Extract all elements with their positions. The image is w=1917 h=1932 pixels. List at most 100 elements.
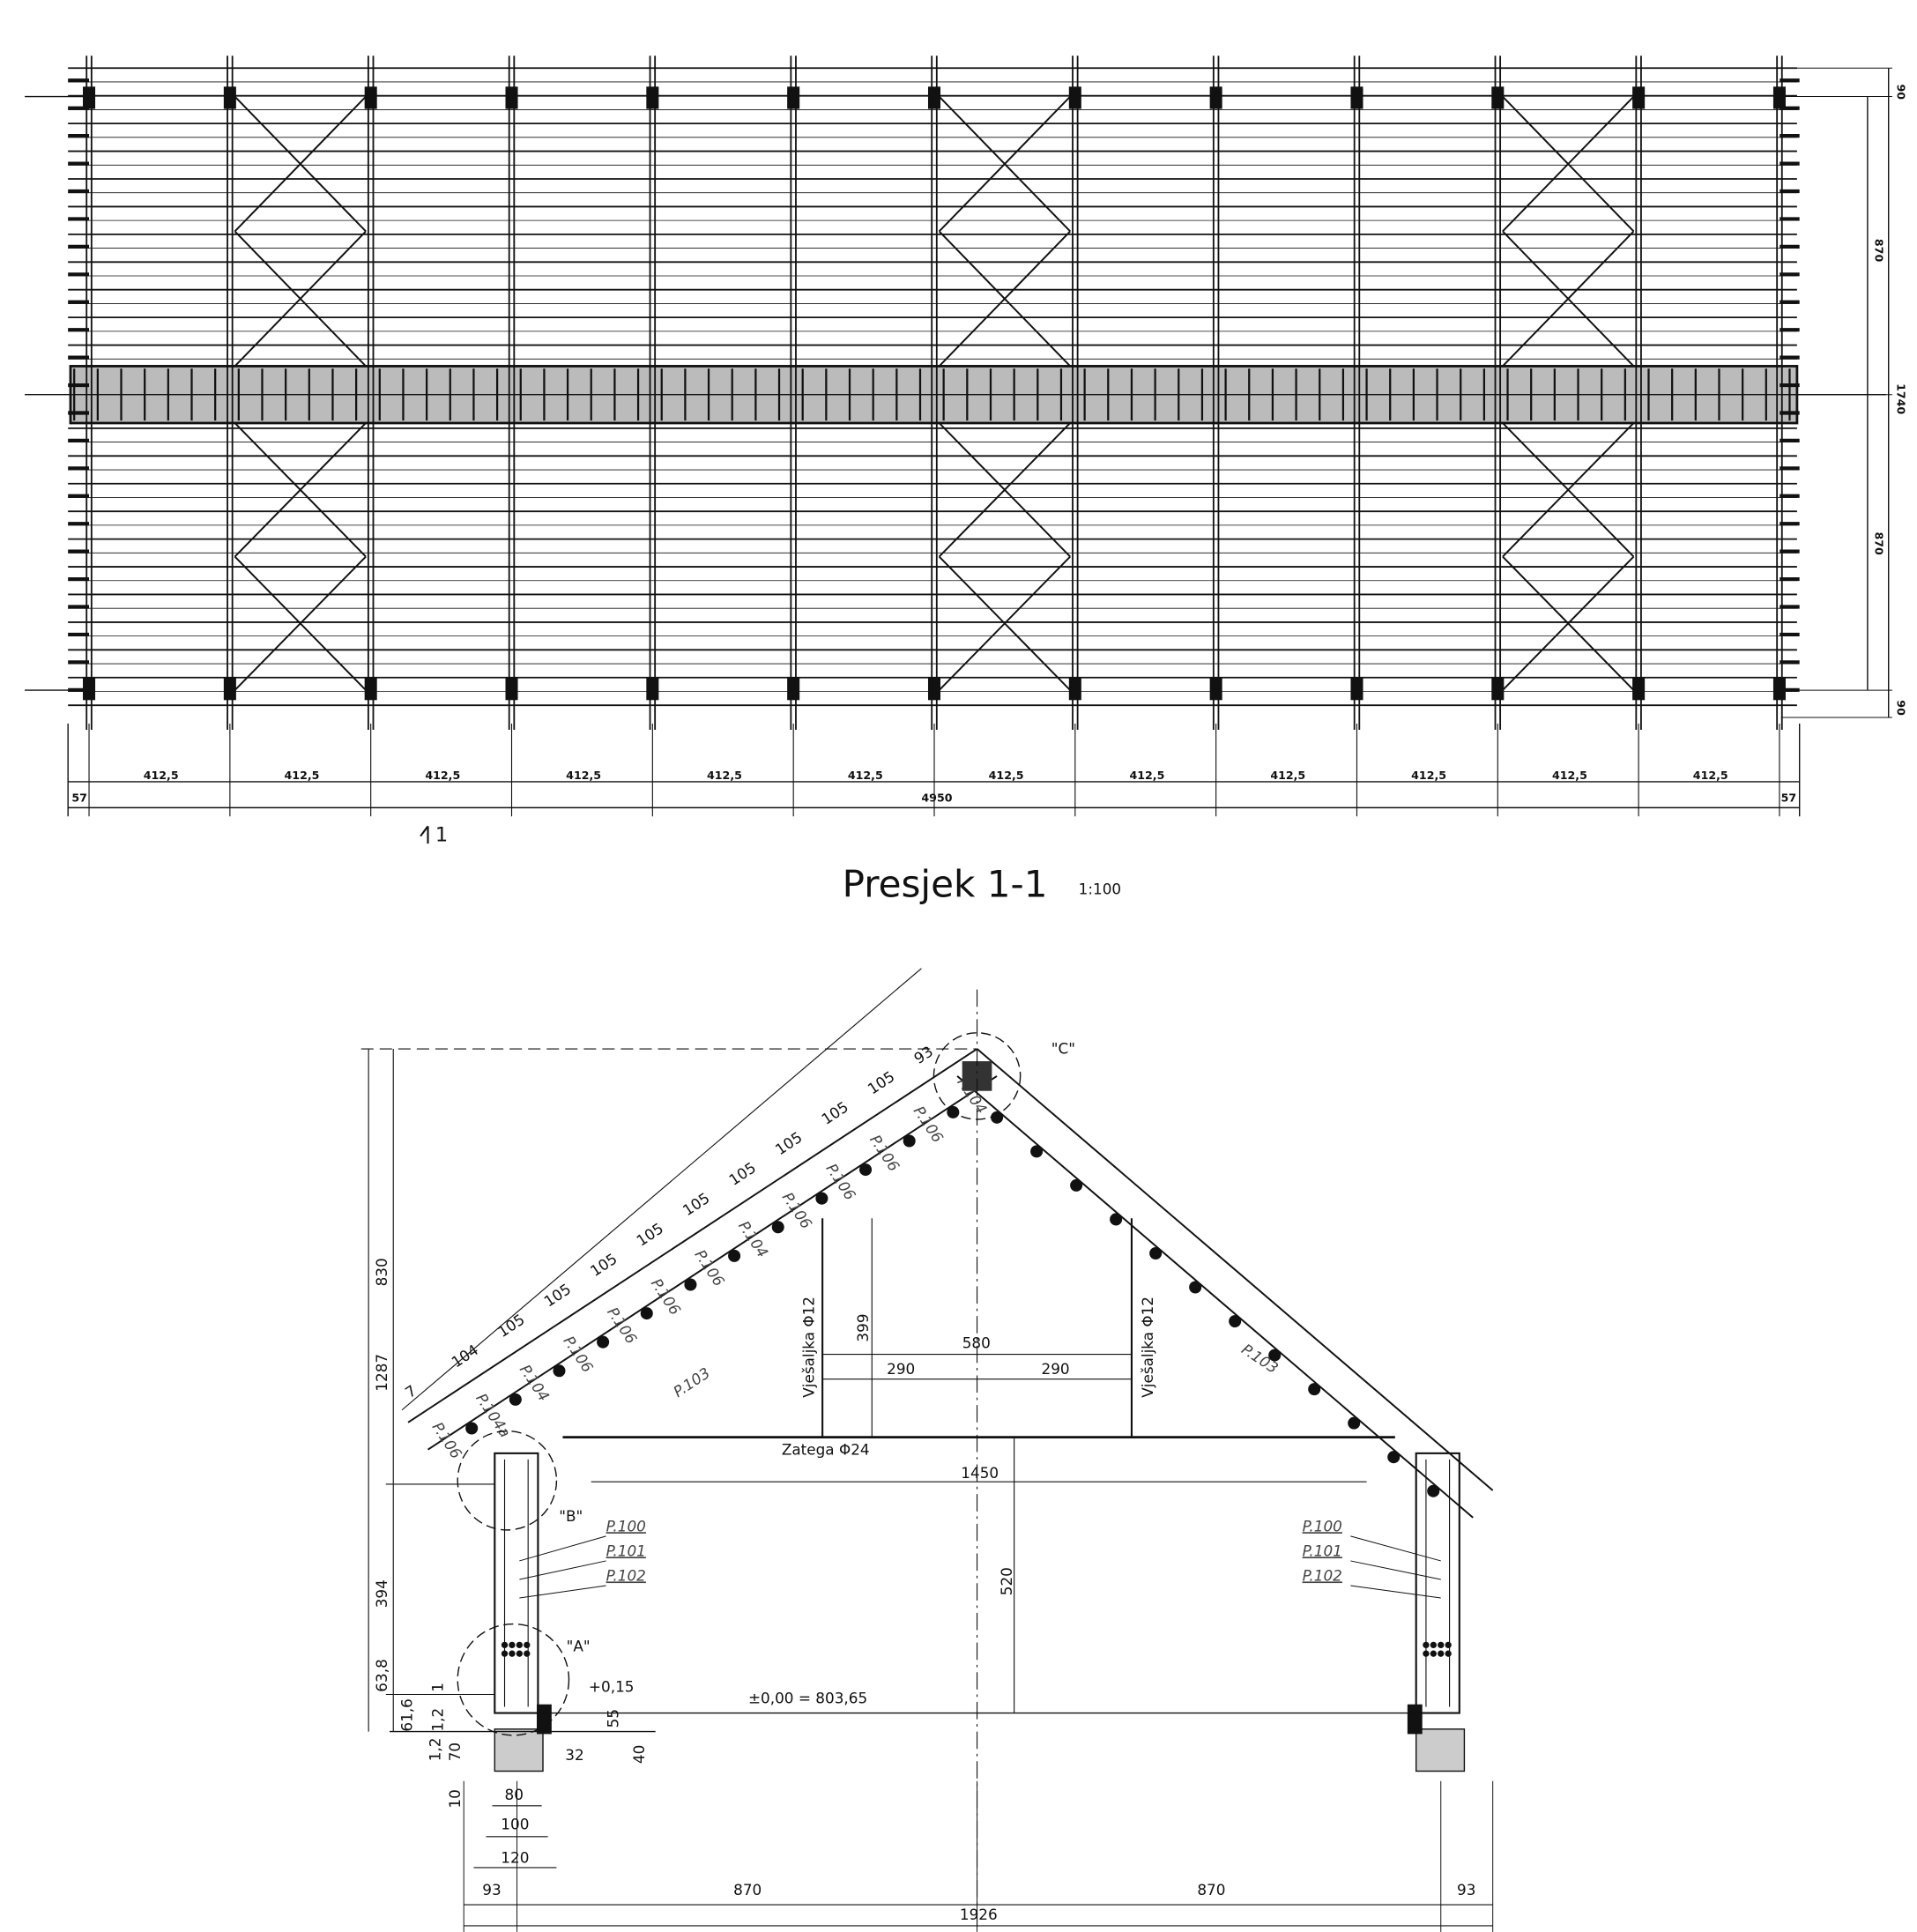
dim-right-top: 90 [1895,85,1908,100]
rafter-profile-label: P.106 [428,1419,465,1462]
hanger-half-left-dim: 290 [887,1360,915,1378]
column-plate [364,86,377,109]
leader [519,1585,606,1599]
purlin-section [509,1393,522,1406]
column-plate [505,86,518,109]
rafter-profile-label: P.106 [910,1103,947,1146]
height-12b-dim: 1,2 [427,1738,444,1762]
rafter-right-profile: P.103 [1238,1340,1282,1377]
bay-dim: 412,5 [707,769,742,782]
anchor-bolt [501,1641,509,1649]
column-plate [1491,678,1505,701]
wall-profile-left: P.101 [606,1542,646,1559]
rafter-segment-dim: 105 [680,1189,713,1219]
wall-profile-right: P.101 [1303,1542,1342,1559]
foundation [494,1728,544,1772]
bay-dim: 412,5 [1552,769,1587,782]
anchor-bolt [1430,1650,1437,1657]
rafter-profile-label: P.106 [779,1189,816,1232]
column-plate [927,86,941,109]
rafter-edge [407,1048,978,1423]
tie-span-dim: 1450 [961,1464,999,1482]
bracing [1502,95,1635,233]
bracing [938,230,1071,368]
rafter-segment-dim: 105 [725,1158,759,1188]
anchor-bolt [516,1641,524,1649]
dim-edge-left: 57 [71,791,87,804]
anchor-bolt [516,1650,524,1657]
foundation-100-dim: 100 [501,1815,529,1832]
column-plate [1350,678,1363,701]
anchor-bolt [524,1650,531,1657]
bottom-dim-1: 93 [482,1881,501,1899]
bottom-dim-3: 870 [1197,1881,1225,1899]
purlin-section [597,1335,610,1349]
rafter-segment-dim: 105 [633,1219,666,1249]
anchor-bolt [509,1650,516,1657]
leader [519,1560,606,1580]
purlin-section [1030,1145,1044,1158]
purlin-section [859,1163,873,1177]
rafter-dim-line [401,968,922,1411]
foundation-120-dim: 120 [501,1848,529,1866]
purlin-section [771,1221,784,1234]
purlin-section [728,1249,741,1262]
tie-rod-label: Zatega Φ24 [782,1440,870,1458]
bracing [234,230,367,368]
level-zero-label: ±0,00 = 803,65 [748,1689,867,1706]
height-520-dim: 520 [998,1567,1015,1595]
wall-profile-right: P.100 [1303,1517,1342,1534]
foundation-80-dim: 80 [505,1786,524,1803]
purlin-section [684,1278,697,1291]
wall-height-dim: 394 [373,1579,390,1608]
bay-dim: 412,5 [285,769,320,782]
bay-dim: 412,5 [1129,769,1164,782]
column-plate [1772,678,1786,701]
bracing [938,555,1071,691]
section-labels: "C" "B" "A" P.103 P.103 Vješaljka Φ12 Vj… [373,1040,1475,1923]
leader [519,1535,606,1562]
rafter-profile-label: P.106 [560,1333,597,1376]
purlin-section [1110,1213,1123,1226]
column-plate [646,678,659,701]
detail-a-label: "A" [567,1637,591,1654]
dim-right-upper: 870 [1872,239,1885,263]
column-plate [223,678,236,701]
wall-profile-left: P.102 [606,1566,646,1584]
height-40-dim: 40 [630,1745,648,1764]
detail-b-circle [457,1430,558,1531]
column-plate [787,86,800,109]
insulation-block [537,1704,552,1735]
column-plate [223,86,236,109]
column-plate [1350,86,1363,109]
purlin-section [1149,1246,1163,1260]
height-1-dim: 1 [428,1683,446,1692]
detail-a-circle [457,1623,570,1736]
dim-total-length: 4950 [921,791,952,804]
column-plate [1632,678,1646,701]
rafter-profile-label: P.106 [691,1246,728,1289]
bottom-dim-2: 870 [733,1881,762,1899]
purlin-section [903,1134,916,1148]
bay-dim: 412,5 [989,769,1024,782]
anchor-bolt [524,1641,531,1649]
rafter-segment-dim: 105 [587,1250,620,1280]
height-70-dim: 70 [446,1743,464,1761]
leader [1350,1535,1441,1562]
anchor-bolt [1438,1641,1445,1649]
plan-dimensions: 57 4950 57 90 870 1740 870 90 1 [71,85,1907,847]
dim-right-lower: 870 [1872,531,1885,555]
bottom-total-dim: 1926 [960,1906,998,1923]
rafter-profile-label: P.106 [604,1304,641,1347]
column-plate [1209,678,1222,701]
section-marker: 1 [435,823,448,846]
purlin-section [465,1422,479,1435]
anchor-bolt [509,1641,516,1649]
bay-dim: 412,5 [144,769,179,782]
dim-edge-right: 57 [1781,791,1797,804]
purlin-section [1427,1484,1440,1497]
rafter-segment-dim: 105 [772,1128,806,1158]
column-plate [1772,86,1786,109]
rafter-profile-label: P.104 [735,1217,772,1260]
